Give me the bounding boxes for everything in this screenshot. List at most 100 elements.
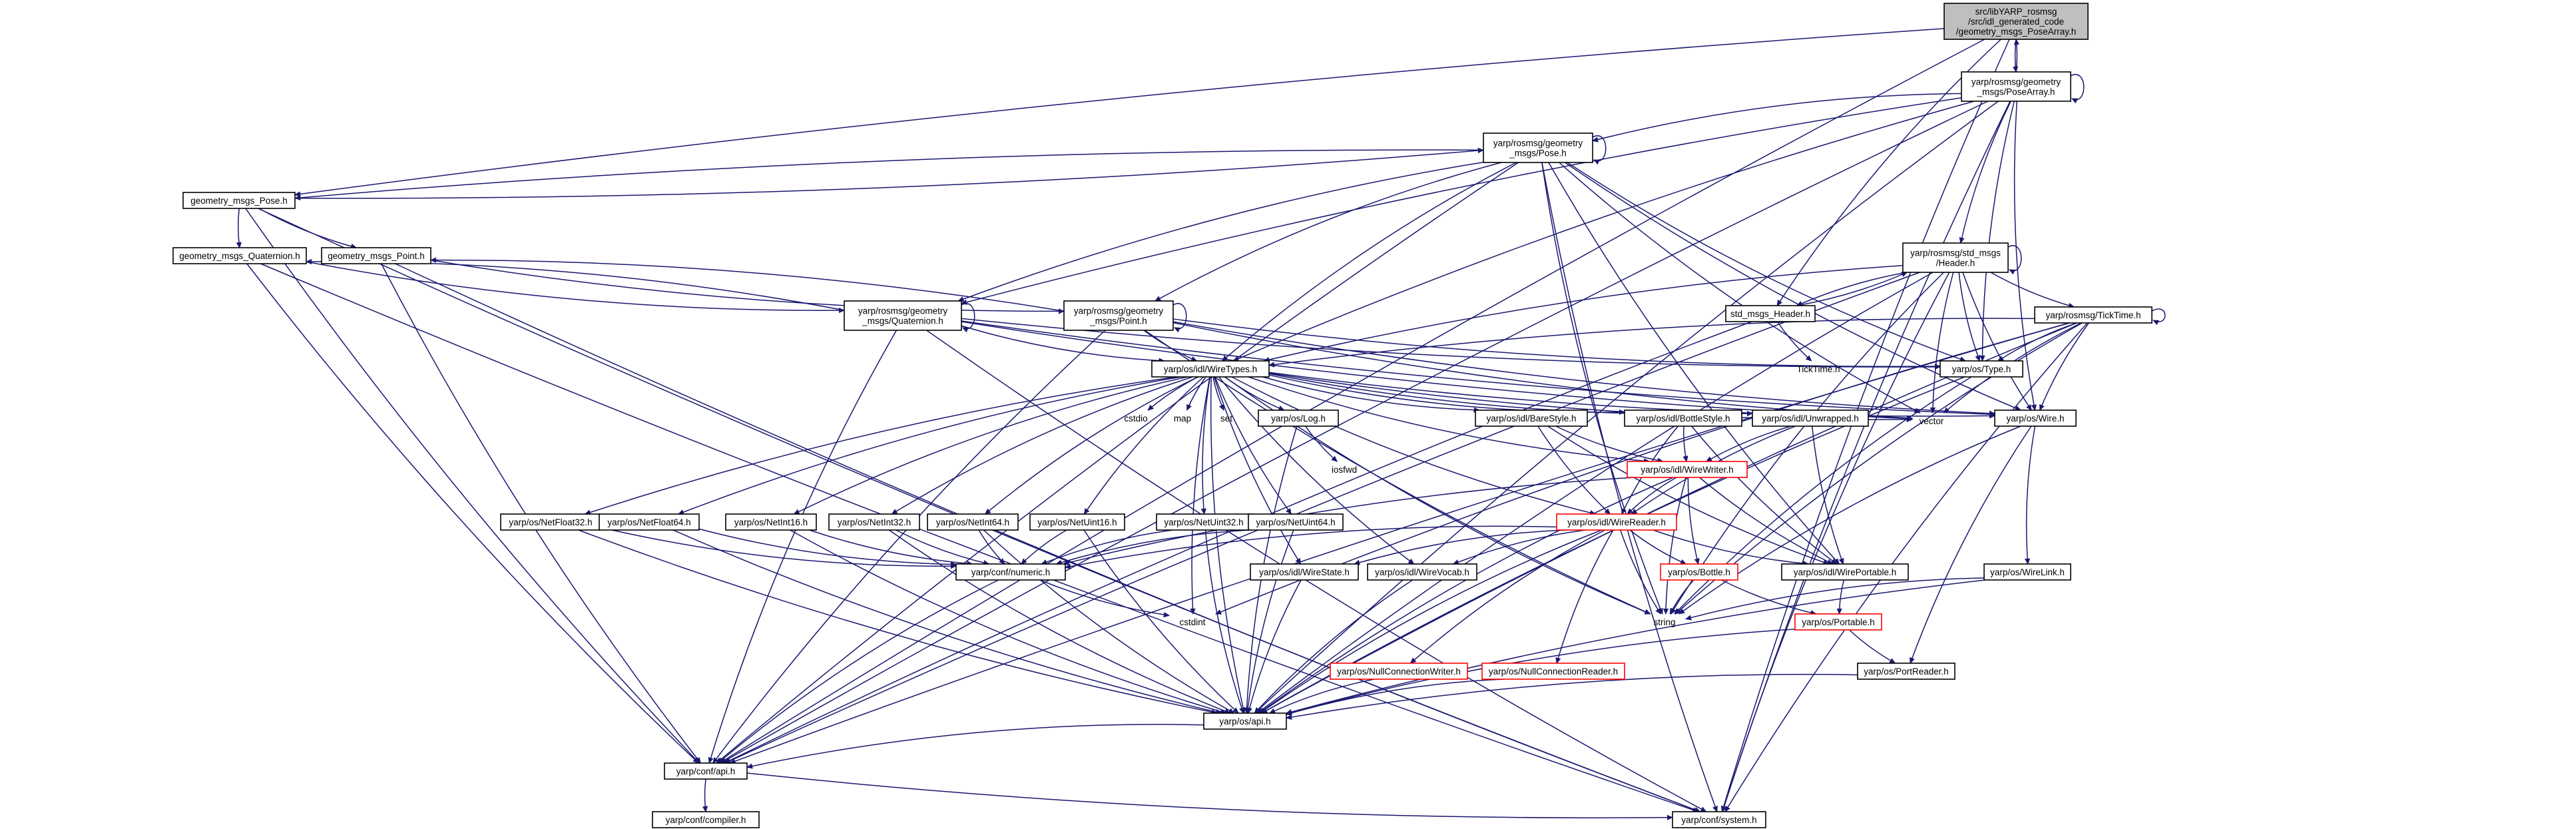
edge-bottle-to-string [1669, 579, 1694, 614]
node-box [1624, 410, 1742, 427]
node-portable[interactable]: yarp/os/Portable.h [1794, 613, 1882, 631]
edge-netuint64-to-numeric [1056, 529, 1250, 564]
node-posearray[interactable]: yarp/rosmsg/geometry_msgs/PoseArray.h [1961, 71, 2071, 102]
node-gm-point[interactable]: geometry_msgs_Point.h [321, 247, 431, 264]
node-compiler[interactable]: yarp/conf/compiler.h [652, 811, 760, 828]
edge-rosmsg_pose-to-type_h [1567, 162, 1965, 361]
node-netuint64[interactable]: yarp/os/NetUint64.h [1248, 513, 1344, 531]
node-label: yarp/os/idl/WireReader.h [1567, 517, 1666, 527]
edge-rosmsg_pose-to-rosmsg_pose [1592, 135, 1607, 161]
node-system[interactable]: yarp/conf/system.h [1672, 811, 1766, 828]
edge-posearray-to-rosmsg_pose [1593, 93, 1962, 141]
node-label: yarp/conf/numeric.h [971, 567, 1051, 577]
node-rosmsg-point[interactable]: yarp/rosmsg/geometry_msgs/Point.h [1063, 300, 1174, 331]
node-wirestate[interactable]: yarp/os/idl/WireState.h [1250, 563, 1359, 581]
edge-rosmsg_pose-to-gm_pose [295, 149, 1484, 198]
edge-barestyle-to-wirewriter [1555, 425, 1663, 461]
edge-ticktime-to-system [1724, 322, 2088, 812]
edge-wirewriter-to-wireportable [1698, 477, 1832, 565]
node-label: yarp/os/Portable.h [1802, 617, 1875, 627]
node-iosfwd: iosfwd [1332, 465, 1357, 475]
node-rosmsg-pose[interactable]: yarp/rosmsg/geometry_msgs/Pose.h [1483, 133, 1593, 163]
edge-wiretypes-to-netint16 [794, 376, 1188, 515]
node-box [321, 247, 431, 264]
node-portreader[interactable]: yarp/os/PortReader.h [1857, 663, 1955, 680]
node-unwrapped[interactable]: yarp/os/idl/Unwrapped.h [1752, 410, 1869, 427]
edge-wirereader-to-bottle [1629, 529, 1686, 565]
edge-rosmsg_point-to-type_h [1172, 318, 1940, 366]
edge-netfloat64-to-os_api [672, 529, 1221, 713]
node-type-h[interactable]: yarp/os/Type.h [1939, 360, 2023, 378]
node-box [828, 513, 920, 531]
edge-std_msgs_header-to-std_header [1796, 272, 1907, 306]
edge-wire-to-string [1679, 425, 2021, 614]
node-netint64[interactable]: yarp/os/NetInt64.h [927, 513, 1019, 531]
edge-std_header-to-std_header [2007, 245, 2022, 271]
node-gm-pose[interactable]: geometry_msgs_Pose.h [182, 192, 296, 209]
node-label: yarp/os/NetInt32.h [838, 517, 911, 527]
node-box [1994, 410, 2077, 427]
edge-conf_api-to-system [746, 772, 1673, 818]
node-label: _msgs/Pose.h [1509, 148, 1567, 158]
node-label: yarp/rosmsg/geometry [1971, 77, 2061, 87]
node-wirelink[interactable]: yarp/os/WireLink.h [1983, 563, 2071, 581]
node-box [725, 513, 817, 531]
node-netfloat64[interactable]: yarp/os/NetFloat64.h [599, 513, 700, 531]
edge-gm_pose-to-gm_quat [238, 208, 240, 248]
node-std-msgs-header[interactable]: std_msgs_Header.h [1725, 305, 1816, 322]
node-label: _msgs/Point.h [1089, 316, 1147, 326]
node-nullconnreader[interactable]: yarp/os/NullConnectionReader.h [1481, 663, 1625, 680]
edge-bottlestyle-to-wirewriter [1684, 425, 1686, 461]
node-wirewriter[interactable]: yarp/os/idl/WireWriter.h [1627, 461, 1748, 478]
node-netuint16[interactable]: yarp/os/NetUint16.h [1029, 513, 1125, 531]
edge-netuint32-to-os_api [1204, 529, 1243, 713]
edge-rosmsg_quat-to-rosmsg_quat [961, 303, 975, 329]
edge-wirewriter-to-bottle [1687, 477, 1698, 564]
node-box [1627, 461, 1748, 478]
node-box [1029, 513, 1125, 531]
edge-netint16-to-numeric [809, 529, 973, 564]
node-bottlestyle[interactable]: yarp/os/idl/BottleStyle.h [1624, 410, 1742, 427]
edge-std_header-to-wiretypes [1264, 265, 1904, 361]
edge-wiretypes-to-netfloat32 [585, 376, 1176, 514]
node-box [1483, 133, 1593, 163]
node-wireportable[interactable]: yarp/os/idl/WirePortable.h [1781, 563, 1909, 581]
node-netint16[interactable]: yarp/os/NetInt16.h [725, 513, 817, 531]
node-netfloat32[interactable]: yarp/os/NetFloat32.h [500, 513, 601, 531]
node-rosmsg-quat[interactable]: yarp/rosmsg/geometry_msgs/Quaternion.h [844, 300, 962, 331]
node-std-header[interactable]: yarp/rosmsg/std_msgs/Header.h [1902, 242, 2009, 273]
edge-posearray-to-rosmsg_quat [961, 97, 1962, 304]
node-label: cstdint [1179, 617, 1205, 627]
edge-posearray-to-type_h [1982, 101, 2015, 361]
node-ticktime[interactable]: yarp/rosmsg/TickTime.h [2034, 306, 2153, 324]
node-barestyle[interactable]: yarp/os/idl/BareStyle.h [1475, 410, 1588, 427]
edge-wirereader-to-nullconnreader [1557, 529, 1614, 663]
node-wirereader[interactable]: yarp/os/idl/WireReader.h [1556, 513, 1677, 531]
edge-std_header-to-wire [1962, 272, 2032, 410]
node-numeric[interactable]: yarp/conf/numeric.h [955, 563, 1066, 581]
node-netint32[interactable]: yarp/os/NetInt32.h [828, 513, 920, 531]
node-wirevocab[interactable]: yarp/os/idl/WireVocab.h [1367, 563, 1477, 581]
edge-posearray-to-wiretypes [1233, 101, 1975, 362]
node-os-api[interactable]: yarp/os/api.h [1203, 712, 1287, 730]
node-label: yarp/rosmsg/geometry [858, 306, 948, 316]
node-box [1063, 300, 1174, 331]
node-netuint32[interactable]: yarp/os/NetUint32.h [1156, 513, 1252, 531]
node-gm-quat[interactable]: geometry_msgs_Quaternion.h [172, 247, 307, 264]
node-nullconnwriter[interactable]: yarp/os/NullConnectionWriter.h [1330, 663, 1468, 680]
node-log[interactable]: yarp/os/Log.h [1258, 410, 1339, 427]
edge-wirelink-to-string [1686, 577, 1985, 619]
edge-wirewriter-to-string [1666, 477, 1686, 614]
node-vector: vector [1920, 416, 1944, 426]
edge-rosmsg_pose-to-string [1541, 162, 1663, 614]
node-bottle[interactable]: yarp/os/Bottle.h [1660, 563, 1738, 581]
edge-netfloat64-to-numeric [698, 528, 956, 564]
node-wiretypes[interactable]: yarp/os/idl/WireTypes.h [1151, 360, 1270, 378]
node-box [652, 811, 760, 828]
node-box [1660, 563, 1738, 581]
node-wire[interactable]: yarp/os/Wire.h [1994, 410, 2077, 427]
edge-rosmsg_pose-to-wireportable [1548, 162, 1839, 564]
node-ticktime-plain: TickTime.h [1796, 364, 1840, 374]
node-conf-api[interactable]: yarp/conf/api.h [664, 762, 748, 780]
node-box [1151, 360, 1270, 378]
